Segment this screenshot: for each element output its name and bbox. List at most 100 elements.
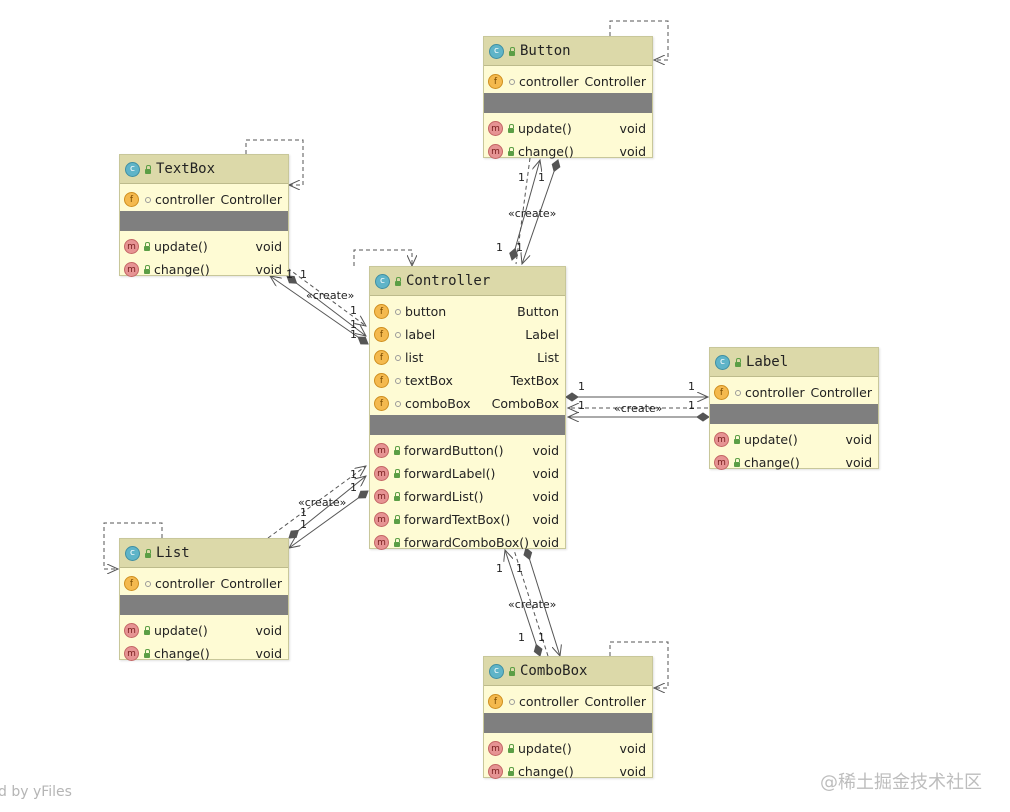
method-row: m change() void: [120, 258, 288, 281]
field-row: f controller Controller: [484, 70, 652, 93]
method-row: m change() void: [710, 451, 878, 474]
class-button[interactable]: c Button f controller Controller m updat…: [483, 36, 653, 159]
method-icon: m: [124, 262, 139, 277]
separator: [370, 415, 565, 435]
public-icon: [144, 649, 150, 658]
class-icon: c: [125, 545, 140, 561]
multiplicity-label: 1: [688, 399, 695, 412]
create-label: «create»: [508, 207, 557, 220]
class-header: c List: [120, 539, 288, 568]
watermark-juejin: @稀土掘金技术社区: [820, 772, 982, 793]
field-icon: f: [124, 576, 139, 591]
method-icon: m: [488, 764, 503, 779]
public-icon: [394, 515, 400, 524]
multiplicity-label: 1: [496, 562, 503, 575]
method-row: m update() void: [120, 235, 288, 258]
field-icon: f: [374, 304, 389, 319]
class-list[interactable]: c List f controller Controller m update(…: [119, 538, 289, 661]
multiplicity-label: 1: [578, 399, 585, 412]
create-label: «create»: [614, 402, 663, 415]
method-icon: m: [374, 512, 389, 527]
multiplicity-label: 1: [350, 328, 357, 341]
multiplicity-label: 1: [538, 631, 545, 644]
lock-icon: [735, 357, 741, 367]
field-row: f label Label: [370, 323, 565, 346]
field-icon: f: [374, 350, 389, 365]
method-icon: m: [488, 741, 503, 756]
edge-combobox-controller-assoc: [505, 550, 540, 656]
class-header: c Label: [710, 348, 878, 377]
field-icon: f: [488, 694, 503, 709]
separator: [484, 93, 652, 113]
class-label[interactable]: c Label f controller Controller m update…: [709, 347, 879, 470]
class-name: Button: [520, 43, 571, 59]
public-icon: [734, 458, 740, 467]
self-loop-combobox: [609, 641, 669, 688]
package-visibility-icon: [509, 78, 515, 85]
package-visibility-icon: [509, 698, 515, 705]
watermark-yfiles: d by yFiles: [0, 784, 72, 800]
public-icon: [508, 147, 514, 156]
public-icon: [394, 492, 400, 501]
multiplicity-label: 1: [350, 304, 357, 317]
class-icon: c: [125, 161, 140, 177]
class-combobox[interactable]: c ComboBox f controller Controller m upd…: [483, 656, 653, 779]
multiplicity-label: 1: [578, 380, 585, 393]
method-row: m change() void: [484, 140, 652, 163]
field-row: f controller Controller: [120, 572, 288, 595]
public-icon: [394, 538, 400, 547]
public-icon: [394, 446, 400, 455]
method-icon: m: [374, 535, 389, 550]
class-name: Controller: [406, 273, 491, 289]
public-icon: [508, 124, 514, 133]
multiplicity-label: 1: [516, 241, 523, 254]
class-name: List: [156, 545, 190, 561]
method-row: m update() void: [710, 428, 878, 451]
edge-textbox-controller-create: [281, 263, 366, 326]
field-row: f list List: [370, 346, 565, 369]
multiplicity-label: 1: [300, 518, 307, 531]
class-name: Label: [746, 354, 789, 370]
package-visibility-icon: [395, 308, 401, 315]
lock-icon: [145, 548, 151, 558]
edge-controller-textbox-assoc: [270, 276, 368, 344]
self-loop-textbox: [245, 139, 304, 185]
public-icon: [508, 744, 514, 753]
class-controller[interactable]: c Controller f button Button f label Lab…: [369, 266, 566, 550]
public-icon: [144, 242, 150, 251]
public-icon: [734, 435, 740, 444]
public-icon: [144, 265, 150, 274]
method-icon: m: [124, 623, 139, 638]
class-header: c TextBox: [120, 155, 288, 184]
separator: [120, 595, 288, 615]
multiplicity-label: 1: [350, 468, 357, 481]
field-row: f controller Controller: [120, 188, 288, 211]
method-row: m forwardList() void: [370, 485, 565, 508]
lock-icon: [395, 276, 401, 286]
method-row: m update() void: [484, 117, 652, 140]
public-icon: [394, 469, 400, 478]
class-icon: c: [489, 43, 504, 59]
method-icon: m: [714, 432, 729, 447]
multiplicity-label: 1: [286, 268, 293, 281]
edge-combobox-controller-create: [513, 549, 549, 657]
package-visibility-icon: [145, 580, 151, 587]
class-icon: c: [375, 273, 390, 289]
multiplicity-label: 1: [350, 318, 357, 331]
method-icon: m: [714, 455, 729, 470]
method-row: m update() void: [120, 619, 288, 642]
multiplicity-label: 1: [350, 481, 357, 494]
package-visibility-icon: [395, 354, 401, 361]
method-icon: m: [488, 144, 503, 159]
multiplicity-label: 1: [518, 631, 525, 644]
lock-icon: [509, 666, 515, 676]
edge-controller-list-assoc: [289, 491, 368, 548]
method-row: m update() void: [484, 737, 652, 760]
method-row: m forwardLabel() void: [370, 462, 565, 485]
field-icon: f: [374, 327, 389, 342]
method-row: m forwardButton() void: [370, 439, 565, 462]
multiplicity-label: 1: [688, 380, 695, 393]
multiplicity-label: 1: [538, 171, 545, 184]
class-textbox[interactable]: c TextBox f controller Controller m upda…: [119, 154, 289, 277]
public-icon: [144, 626, 150, 635]
